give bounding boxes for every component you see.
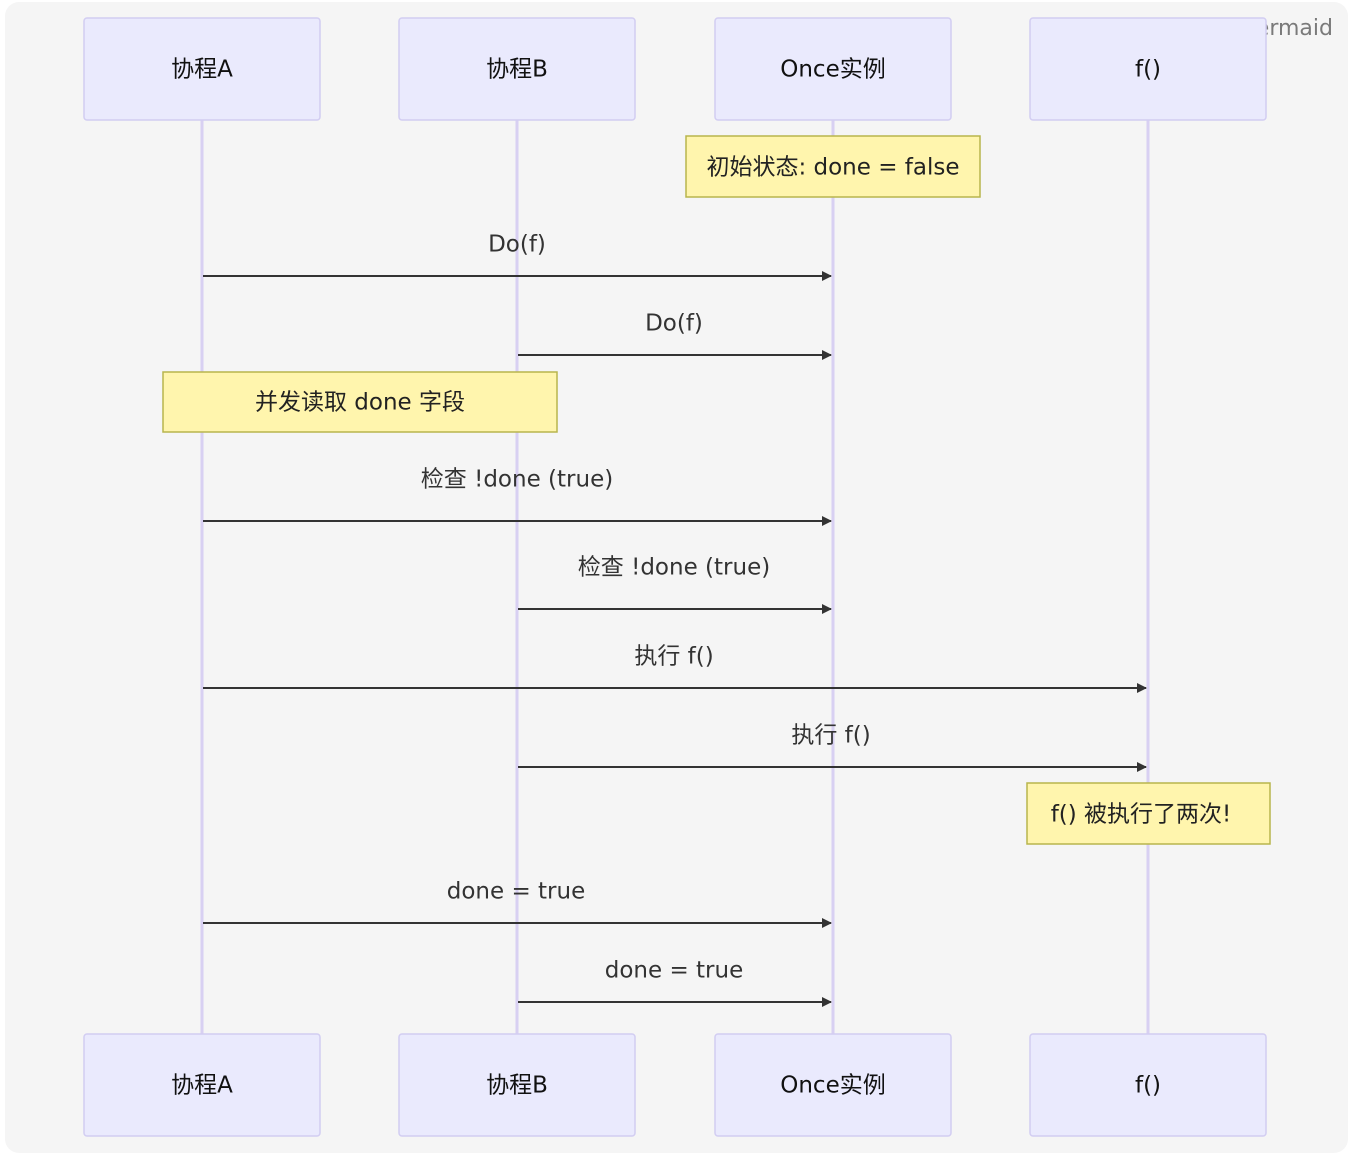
actor-bottom-f[interactable]: f()	[1029, 1033, 1267, 1137]
message-label: 检查 !done (true)	[421, 467, 613, 493]
message-label: Do(f)	[488, 232, 546, 258]
actor-label: Once实例	[780, 57, 885, 83]
note-initial-state: 初始状态: done = false	[685, 135, 981, 198]
note-executed-twice: f() 被执行了两次!	[1026, 782, 1271, 845]
message-7: done = true	[203, 879, 832, 928]
message-8: done = true	[518, 958, 832, 1007]
note-label: 并发读取 done 字段	[255, 390, 465, 416]
message-3: 检查 !done (true)	[203, 467, 832, 526]
actor-label: f()	[1135, 1073, 1161, 1099]
message-label: done = true	[605, 958, 744, 984]
actor-top-coroutine-b[interactable]: 协程B	[398, 17, 636, 121]
actor-bottom-coroutine-a[interactable]: 协程A	[83, 1033, 321, 1137]
actor-top-f[interactable]: f()	[1029, 17, 1267, 121]
message-1: Do(f)	[203, 232, 832, 281]
message-label: 执行 f()	[791, 723, 870, 749]
actor-label: 协程A	[171, 1073, 233, 1099]
message-2: Do(f)	[518, 311, 832, 360]
actor-label: 协程A	[171, 57, 233, 83]
actor-label: Once实例	[780, 1073, 885, 1099]
message-4: 检查 !done (true)	[518, 555, 832, 614]
message-label: 检查 !done (true)	[578, 555, 770, 581]
diagram-canvas	[5, 2, 1348, 1153]
note-label: 初始状态: done = false	[706, 155, 959, 181]
actor-bottom-coroutine-b[interactable]: 协程B	[398, 1033, 636, 1137]
actor-label: 协程B	[486, 1073, 548, 1099]
message-label: Do(f)	[645, 311, 703, 337]
actor-label: 协程B	[486, 57, 548, 83]
actor-top-once-instance[interactable]: Once实例	[714, 17, 952, 121]
note-label: f() 被执行了两次!	[1051, 802, 1232, 828]
note-concurrent-read: 并发读取 done 字段	[162, 371, 558, 433]
message-label: 执行 f()	[634, 644, 713, 670]
message-label: done = true	[447, 879, 586, 905]
actor-label: f()	[1135, 57, 1161, 83]
message-5: 执行 f()	[203, 644, 1147, 693]
actor-bottom-once-instance[interactable]: Once实例	[714, 1033, 952, 1137]
actor-top-coroutine-a[interactable]: 协程A	[83, 17, 321, 121]
message-6: 执行 f()	[518, 723, 1147, 772]
